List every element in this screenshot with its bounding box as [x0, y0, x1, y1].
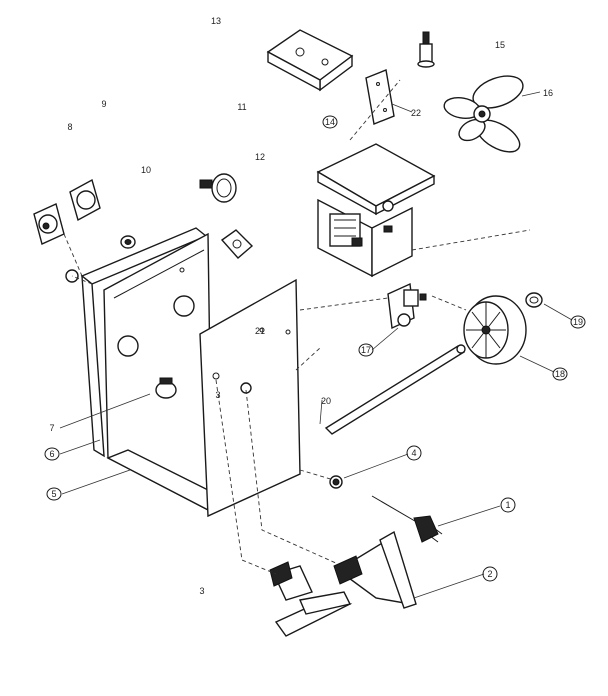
callout-17: 17: [361, 345, 371, 355]
callout-6: 6: [49, 449, 54, 459]
part-17-breaker: [387, 282, 427, 330]
part-7-knob: [155, 377, 177, 399]
callout-20: 20: [321, 396, 331, 406]
callout-7: 7: [49, 423, 54, 433]
part-5-cabinet: [103, 232, 301, 518]
callout-10: 10: [141, 165, 151, 175]
callout-8: 8: [67, 122, 72, 132]
part-12-bracket: [220, 229, 254, 259]
part-11-grommet: [120, 235, 136, 249]
callout-13: 13: [211, 16, 221, 26]
callout-1: 1: [505, 500, 510, 510]
part-8-meter: [33, 203, 65, 245]
assembly-lines: [63, 79, 531, 575]
part-16-fan-blade: [443, 75, 524, 153]
callout-15: 15: [495, 40, 505, 50]
part-10-switch-knob: [199, 173, 237, 203]
part-3-battery-clamp: [269, 561, 353, 637]
part-6-rear-panel: [65, 227, 208, 458]
part-18-wheel: [463, 295, 527, 365]
callout-21: 21: [255, 326, 265, 336]
callout-4: 4: [411, 448, 416, 458]
callout-12: 12: [255, 152, 265, 162]
callout-14: 14: [325, 117, 335, 127]
part-13-top-bracket: [266, 29, 354, 92]
callout-labels: 1 2 3 3 4 5 6 7 8 9 10 11 12 13 14 15 16…: [49, 16, 583, 596]
part-14-transformer: [316, 143, 436, 278]
part-1-ac-plug: [371, 495, 443, 543]
callout-11: 11: [237, 102, 246, 112]
callout-circles: [44, 115, 586, 582]
leader-lines: [59, 91, 573, 599]
part-22-plate: [365, 69, 395, 125]
callout-3a: 3: [199, 586, 204, 596]
part-4-bushing: [329, 475, 343, 489]
part-9-meter: [69, 178, 101, 222]
part-2-battery-clamp: [333, 530, 417, 609]
callout-19: 19: [573, 317, 583, 327]
callout-18: 18: [555, 369, 565, 379]
part-19-hub-cap: [525, 292, 543, 308]
part-20-axle: [324, 344, 466, 435]
part-15-fitting: [417, 31, 435, 68]
callout-3b: 3: [215, 390, 220, 400]
callout-9: 9: [101, 99, 106, 109]
callout-5: 5: [51, 489, 56, 499]
callout-22: 22: [411, 108, 421, 118]
callout-2: 2: [487, 569, 492, 579]
callout-16: 16: [543, 88, 553, 98]
